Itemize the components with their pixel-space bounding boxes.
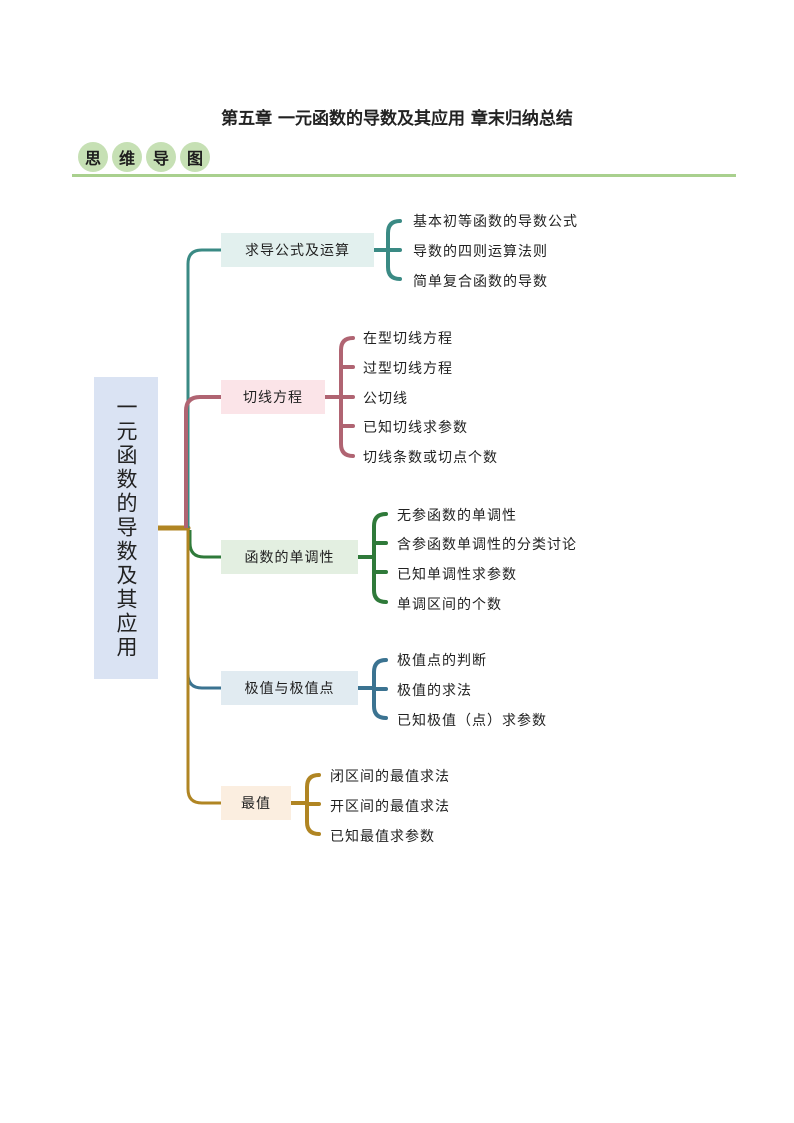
leaf-item: 闭区间的最值求法: [330, 769, 450, 785]
leaf-item: 简单复合函数的导数: [413, 274, 548, 290]
branch-label: 最值: [241, 796, 271, 812]
branch-node-max-min: 最值: [221, 786, 291, 820]
leaf-item: 导数的四则运算法则: [413, 244, 548, 260]
leaf-item: 已知极值（点）求参数: [397, 713, 547, 729]
leaf-item: 在型切线方程: [363, 331, 453, 347]
branch-label: 求导公式及运算: [245, 243, 350, 259]
branch-connector-1: [186, 248, 221, 528]
leaf-item: 含参函数单调性的分类讨论: [397, 537, 577, 553]
branch-node-monotonicity: 函数的单调性: [221, 540, 358, 574]
branch-node-extrema: 极值与极值点: [221, 671, 358, 705]
heading-char: 导: [146, 142, 176, 172]
root-node: 一元函数的导数及其应用: [94, 377, 158, 679]
leaf-item: 已知单调性求参数: [397, 567, 517, 583]
heading-char: 维: [112, 142, 142, 172]
brace-4: [356, 658, 388, 720]
leaf-item: 极值的求法: [397, 683, 472, 699]
branch-node-derivative-rules: 求导公式及运算: [221, 233, 374, 267]
section-divider: [72, 174, 736, 177]
branch-label: 切线方程: [243, 390, 303, 406]
heading-char: 图: [180, 142, 210, 172]
page-title: 第五章 一元函数的导数及其应用 章末归纳总结: [221, 109, 573, 129]
brace-2: [323, 336, 355, 458]
leaf-item: 切线条数或切点个数: [363, 450, 498, 466]
branch-node-tangent-line: 切线方程: [221, 380, 325, 414]
leaf-item: 单调区间的个数: [397, 597, 502, 613]
leaf-item: 已知切线求参数: [363, 420, 468, 436]
heading-char: 思: [78, 142, 108, 172]
brace-5: [289, 773, 321, 836]
leaf-item: 开区间的最值求法: [330, 799, 450, 815]
leaf-item: 已知最值求参数: [330, 829, 435, 845]
branch-label: 函数的单调性: [244, 550, 335, 566]
leaf-item: 过型切线方程: [363, 361, 453, 377]
brace-3: [356, 512, 388, 604]
branch-connector-3: [188, 530, 221, 559]
mind-map-heading: 思 维 导 图: [78, 142, 210, 172]
brace-1: [372, 219, 402, 281]
leaf-item: 极值点的判断: [397, 653, 487, 669]
branch-connector-2: [184, 395, 221, 528]
leaf-item: 公切线: [363, 391, 408, 407]
branch-connector-5: [186, 530, 221, 805]
leaf-item: 无参函数的单调性: [397, 508, 517, 524]
branch-label: 极值与极值点: [244, 681, 335, 697]
root-label: 一元函数的导数及其应用: [114, 396, 138, 660]
leaf-item: 基本初等函数的导数公式: [413, 214, 578, 230]
